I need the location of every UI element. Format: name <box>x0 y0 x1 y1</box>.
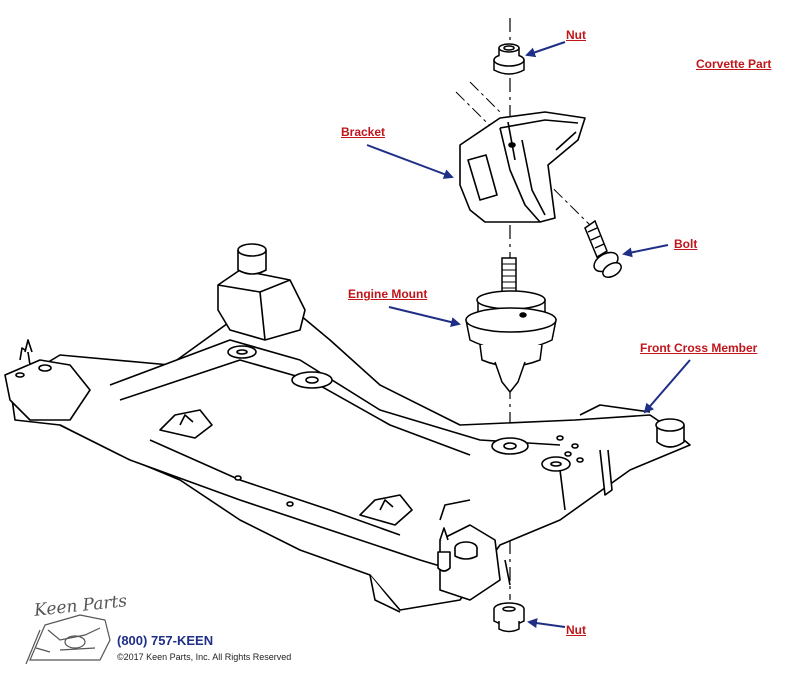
copyright-text: ©2017 Keen Parts, Inc. All Rights Reserv… <box>117 652 292 662</box>
phone-number: (800) 757-KEEN <box>117 633 214 648</box>
nut-top-part[interactable] <box>493 43 525 75</box>
nut-top-label[interactable]: Nut <box>566 28 586 42</box>
nut-top-arrow <box>525 41 566 58</box>
nut-bottom-label[interactable]: Nut <box>566 623 586 637</box>
front-cross-member-label[interactable]: Front Cross Member <box>640 341 758 355</box>
bracket-part[interactable] <box>459 111 586 223</box>
nut-bottom-arrow <box>527 618 566 629</box>
bracket-arrow <box>366 144 454 179</box>
engine-mount-arrow <box>388 306 461 327</box>
engine-mount-part[interactable] <box>465 257 557 394</box>
bolt-part[interactable] <box>584 219 624 280</box>
logo-car-icon <box>25 614 111 665</box>
front-cross-member-part[interactable] <box>4 243 691 613</box>
nut-bottom-part[interactable] <box>493 602 525 633</box>
corvette-part-label[interactable]: Corvette Part <box>696 57 772 71</box>
callout-arrows <box>366 41 691 629</box>
bolt-arrow <box>622 244 669 258</box>
engine-mount-label[interactable]: Engine Mount <box>348 287 428 301</box>
bolt-label[interactable]: Bolt <box>674 237 698 251</box>
bracket-label[interactable]: Bracket <box>341 125 386 139</box>
cross-member-arrow <box>643 359 691 414</box>
